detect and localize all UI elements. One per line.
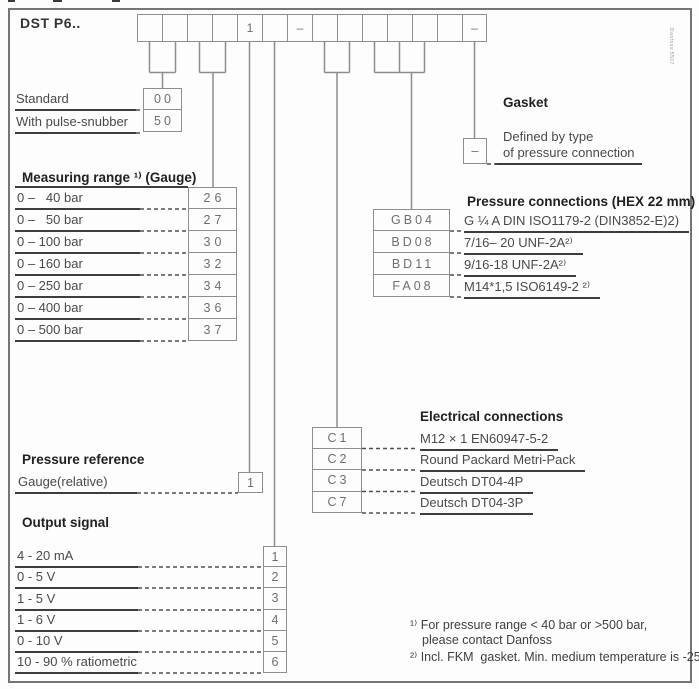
code-cell: [187, 14, 212, 42]
code-box: 26: [188, 187, 237, 209]
measuring-row-label: 0 – 40 bar: [17, 190, 83, 205]
output-signal-label: 1 - 6 V: [17, 612, 56, 627]
code-box: 37: [188, 319, 237, 341]
code-box: C3: [312, 470, 362, 492]
footnote-2: ²⁾ Incl. FKM gasket. Min. medium tempera…: [410, 650, 699, 664]
electrical-connection-label: Round Packard Metri-Pack: [420, 450, 586, 472]
pressure-connection-label: 9/16-18 UNF-2A²⁾: [464, 255, 577, 277]
pressure-connection-label: 7/16– 20 UNF-2A²⁾: [464, 233, 583, 255]
code-cell: –: [462, 14, 487, 42]
code-cell: [212, 14, 237, 42]
electrical-connection-label: Deutsch DT04-4P: [420, 472, 534, 494]
type-code-row: 1 – –: [137, 14, 487, 42]
pressure-connection-label: M14*1,5 ISO6149-2 ²⁾: [464, 277, 601, 299]
cropped-text-remnant: [8, 0, 15, 2]
snubber-label: With pulse-snubber: [16, 114, 128, 129]
output-signal-label: 4 - 20 mA: [17, 548, 74, 563]
output-signal-label: 1 - 5 V: [17, 591, 56, 606]
code-cell: [137, 14, 162, 42]
code-box: 30: [188, 231, 237, 253]
code-box: C1: [312, 427, 362, 449]
measuring-range-heading: Measuring range ¹⁾ (Gauge): [22, 170, 197, 185]
code-box: 2: [263, 567, 287, 589]
measuring-row-label: 0 – 50 bar: [17, 212, 83, 227]
diagram-frame: [8, 8, 692, 683]
gasket-note-line1: Defined by type: [503, 129, 594, 144]
electrical-connections-heading: Electrical connections: [420, 409, 564, 424]
pressure-connections-heading: Pressure connections (HEX 22 mm): [467, 194, 696, 209]
code-cell: [262, 14, 287, 42]
footnote-1-continued: please contact Danfoss: [422, 633, 552, 647]
output-signal-heading: Output signal: [22, 515, 109, 530]
output-signal-label: 0 - 10 V: [17, 633, 63, 648]
electrical-connection-label: Deutsch DT04-3P: [420, 493, 534, 515]
measuring-row-label: 0 – 160 bar: [17, 256, 83, 271]
gasket-heading: Gasket: [503, 95, 549, 110]
code-box: 4: [263, 609, 287, 631]
gasket-code-table: –: [463, 138, 487, 164]
output-signal-label: 10 - 90 % ratiometric: [17, 654, 137, 669]
code-box: –: [463, 138, 487, 164]
pressure-reference-heading: Pressure reference: [22, 452, 145, 467]
footnote-1: ¹⁾ For pressure range < 40 bar or >500 b…: [410, 618, 648, 632]
code-cell: [362, 14, 387, 42]
pressure-connection-label: G ¼ A DIN ISO1179-2 (DIN3852-E)2): [464, 211, 690, 233]
code-cell: [337, 14, 362, 42]
code-box: 1: [263, 546, 287, 568]
code-box: BD11: [373, 253, 450, 275]
cropped-text-remnant: [112, 0, 120, 2]
pressure-reference-label: Gauge(relative): [18, 474, 108, 489]
code-cell: [312, 14, 337, 42]
measuring-row-label: 0 – 250 bar: [17, 278, 83, 293]
output-signal-label: 0 - 5 V: [17, 569, 56, 584]
code-cell: [387, 14, 412, 42]
code-box: 6: [263, 651, 287, 674]
pressure-reference-code-table: 1: [238, 472, 263, 493]
watermark-text: Danfoss 5507: [668, 28, 674, 65]
measuring-row-label: 0 – 100 bar: [17, 234, 83, 249]
output-signal-code-table: 1 2 3 4 5 6: [263, 546, 287, 674]
code-box: 3: [263, 588, 287, 610]
code-box: C2: [312, 448, 362, 470]
electrical-code-table: C1 C2 C3 C7: [312, 427, 362, 513]
gasket-note-line2: of pressure connection: [503, 145, 635, 160]
code-box: 27: [188, 209, 237, 231]
code-cell: 1: [237, 14, 262, 42]
code-cell: –: [287, 14, 312, 42]
code-box: 1: [238, 472, 263, 493]
page-title: DST P6..: [20, 15, 81, 31]
code-box: C7: [312, 491, 362, 513]
code-box: BD08: [373, 231, 450, 253]
measuring-code-table: 26 27 30 32 34 36 37: [188, 187, 237, 341]
code-box: 00: [143, 88, 182, 110]
snubber-label: Standard: [16, 91, 69, 106]
code-box: 36: [188, 297, 237, 319]
cropped-text-remnant: [53, 0, 62, 2]
code-box: GB04: [373, 209, 450, 231]
code-cell: [162, 14, 187, 42]
measuring-row-label: 0 – 500 bar: [17, 322, 83, 337]
code-box: 34: [188, 275, 237, 297]
snubber-code-table: 00 50: [143, 88, 182, 132]
pressure-connections-code-table: GB04 BD08 BD11 FA08: [373, 209, 450, 297]
code-cell: [437, 14, 462, 42]
code-cell: [412, 14, 437, 42]
code-box: 32: [188, 253, 237, 275]
measuring-row-label: 0 – 400 bar: [17, 300, 83, 315]
code-box: 50: [143, 110, 182, 132]
code-box: FA08: [373, 275, 450, 297]
electrical-connection-label: M12 × 1 EN60947-5-2: [420, 429, 559, 451]
code-box: 5: [263, 630, 287, 652]
